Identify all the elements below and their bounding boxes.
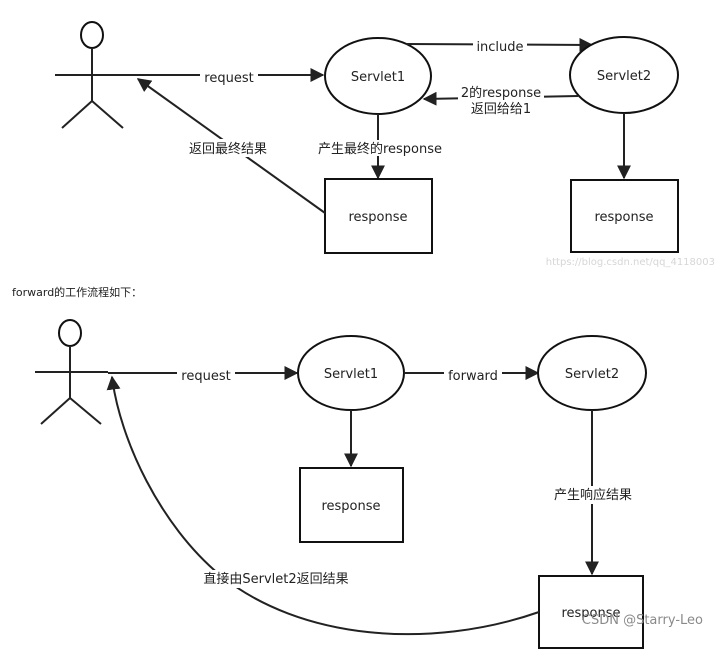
edge-request-label: request [204,71,253,86]
watermark-url: https://blog.csdn.net/qq_4118003 [546,257,715,268]
edge-back-label: 直接由Servlet2返回结果 [203,571,348,587]
response-box-bottom: response [538,575,644,649]
edge-generate-label: 产生响应结果 [554,487,632,503]
edge-request: request [130,68,325,86]
servlet2-label: Servlet2 [597,69,651,84]
edge-generate: 产生最终的response [314,114,446,180]
edge-back-label: 返回最终结果 [189,141,267,157]
servlet1-label: Servlet1 [351,70,405,85]
edge-return: 2的response 返回给给1 [422,84,579,117]
edge-request: request [108,366,299,384]
edge-generate: 产生响应结果 [550,410,636,576]
edge-forward: forward [404,366,540,384]
edge-include: include [405,37,594,55]
edge-include-label: include [476,40,523,55]
edge-forward-label: forward [448,369,498,384]
response-right-label: response [594,210,653,225]
servlet2-node: Servlet2 [569,36,679,114]
edge-back: 返回最终结果 [136,78,326,214]
servlet2-node: Servlet2 [537,335,647,411]
watermark-csdn: CSDN @Starry-Leo [582,613,703,628]
response-left-label: response [348,210,407,225]
response-box-left: response [324,178,433,254]
edge-back: 直接由Servlet2返回结果 [106,375,540,636]
edge-return-label-1: 2的response [461,85,541,101]
response-bottom-label: response [561,606,620,621]
include-diagram: request Servlet1 include Servlet2 2的resp… [55,21,715,268]
servlet1-node: Servlet1 [297,335,405,411]
servlet2-label: Servlet2 [565,367,619,382]
servlet1-label: Servlet1 [324,367,378,382]
edge-generate-label: 产生最终的response [318,141,442,157]
servlet1-node: Servlet1 [324,37,432,115]
forward-caption: forward的工作流程如下： [12,286,143,299]
response-box-left: response [299,467,404,543]
actor-user-icon [35,319,108,425]
edge-return-label-2: 返回给给1 [471,102,531,117]
edge-request-label: request [181,369,230,384]
actor-user-icon [55,21,130,129]
response-left-label: response [321,499,380,514]
forward-diagram: request Servlet1 forward Servlet2 respon… [35,319,647,649]
response-box-right: response [570,179,679,253]
